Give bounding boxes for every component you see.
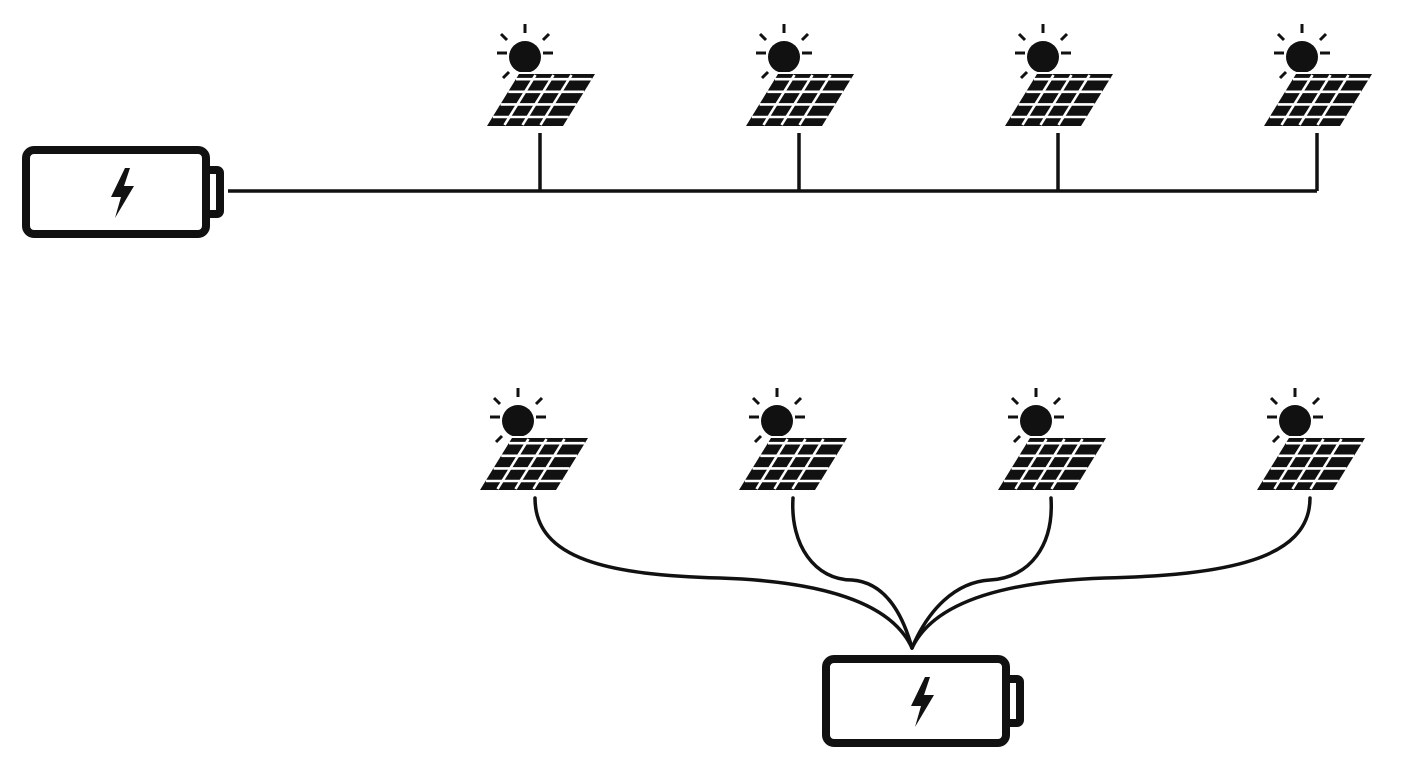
bus-wiring: [228, 133, 1319, 193]
panel-wire: [533, 496, 914, 650]
solar-panel-icon: [481, 22, 597, 128]
star-wiring: [533, 496, 1312, 650]
battery-charging-icon: [26, 150, 220, 234]
star-diagram: [474, 386, 1367, 743]
battery-charging-icon: [826, 659, 1020, 743]
solar-panel-icon: [992, 386, 1108, 492]
panel-wire: [910, 496, 1312, 650]
solar-panel-icon: [1258, 22, 1374, 128]
solar-panel-icon: [999, 22, 1115, 128]
panel-wire: [910, 496, 1053, 650]
solar-panel-icon: [740, 22, 856, 128]
panel-wire: [791, 496, 914, 650]
solar-panel-icon: [733, 386, 849, 492]
solar-panel-icon: [474, 386, 590, 492]
solar-panel-icon: [1251, 386, 1367, 492]
bus-diagram: [26, 22, 1374, 234]
